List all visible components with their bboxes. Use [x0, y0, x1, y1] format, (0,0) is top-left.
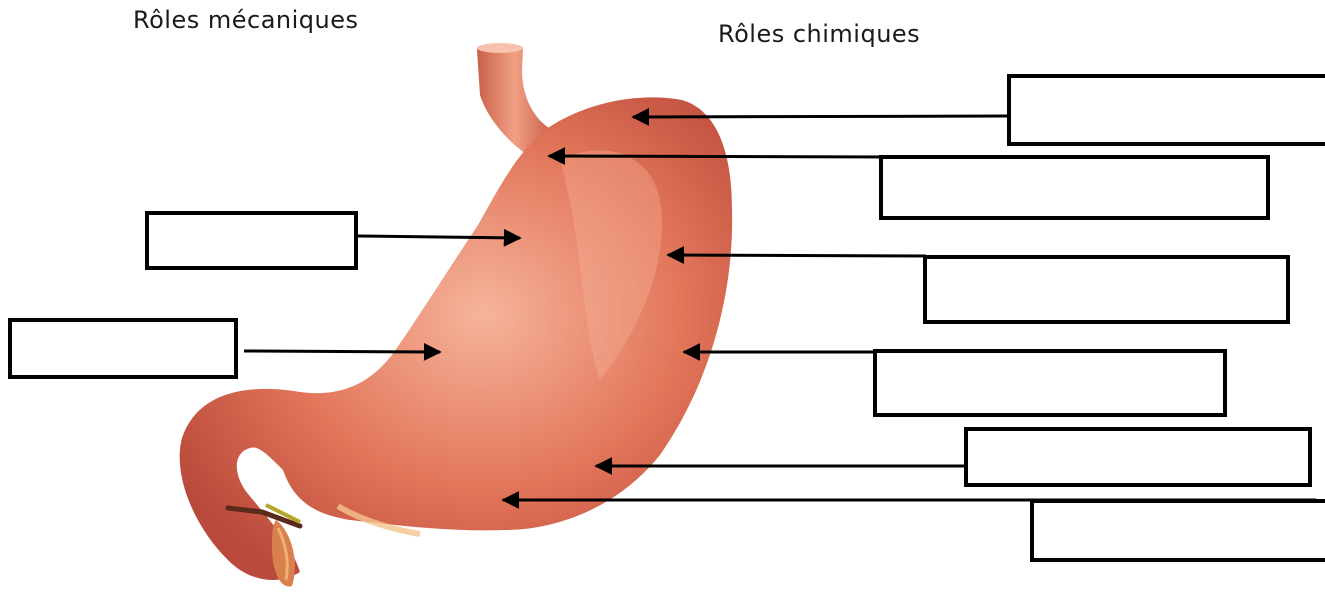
arrow-mechanical-1 — [358, 236, 520, 238]
label-box-chemical-5[interactable] — [964, 427, 1312, 487]
stomach-illustration — [180, 43, 732, 587]
arrow-chemical-2 — [549, 156, 896, 157]
label-box-chemical-6[interactable] — [1030, 499, 1325, 562]
label-box-mechanical-2[interactable] — [8, 318, 238, 379]
arrow-chemical-1 — [633, 116, 1008, 117]
label-box-chemical-2[interactable] — [879, 155, 1270, 220]
label-box-mechanical-1[interactable] — [145, 211, 358, 270]
arrow-chemical-3 — [668, 255, 926, 256]
arrow-mechanical-2 — [244, 351, 440, 352]
label-box-chemical-3[interactable] — [923, 255, 1290, 324]
label-box-chemical-4[interactable] — [873, 349, 1227, 417]
stomach-body — [180, 97, 732, 580]
label-box-chemical-1[interactable] — [1007, 74, 1325, 146]
